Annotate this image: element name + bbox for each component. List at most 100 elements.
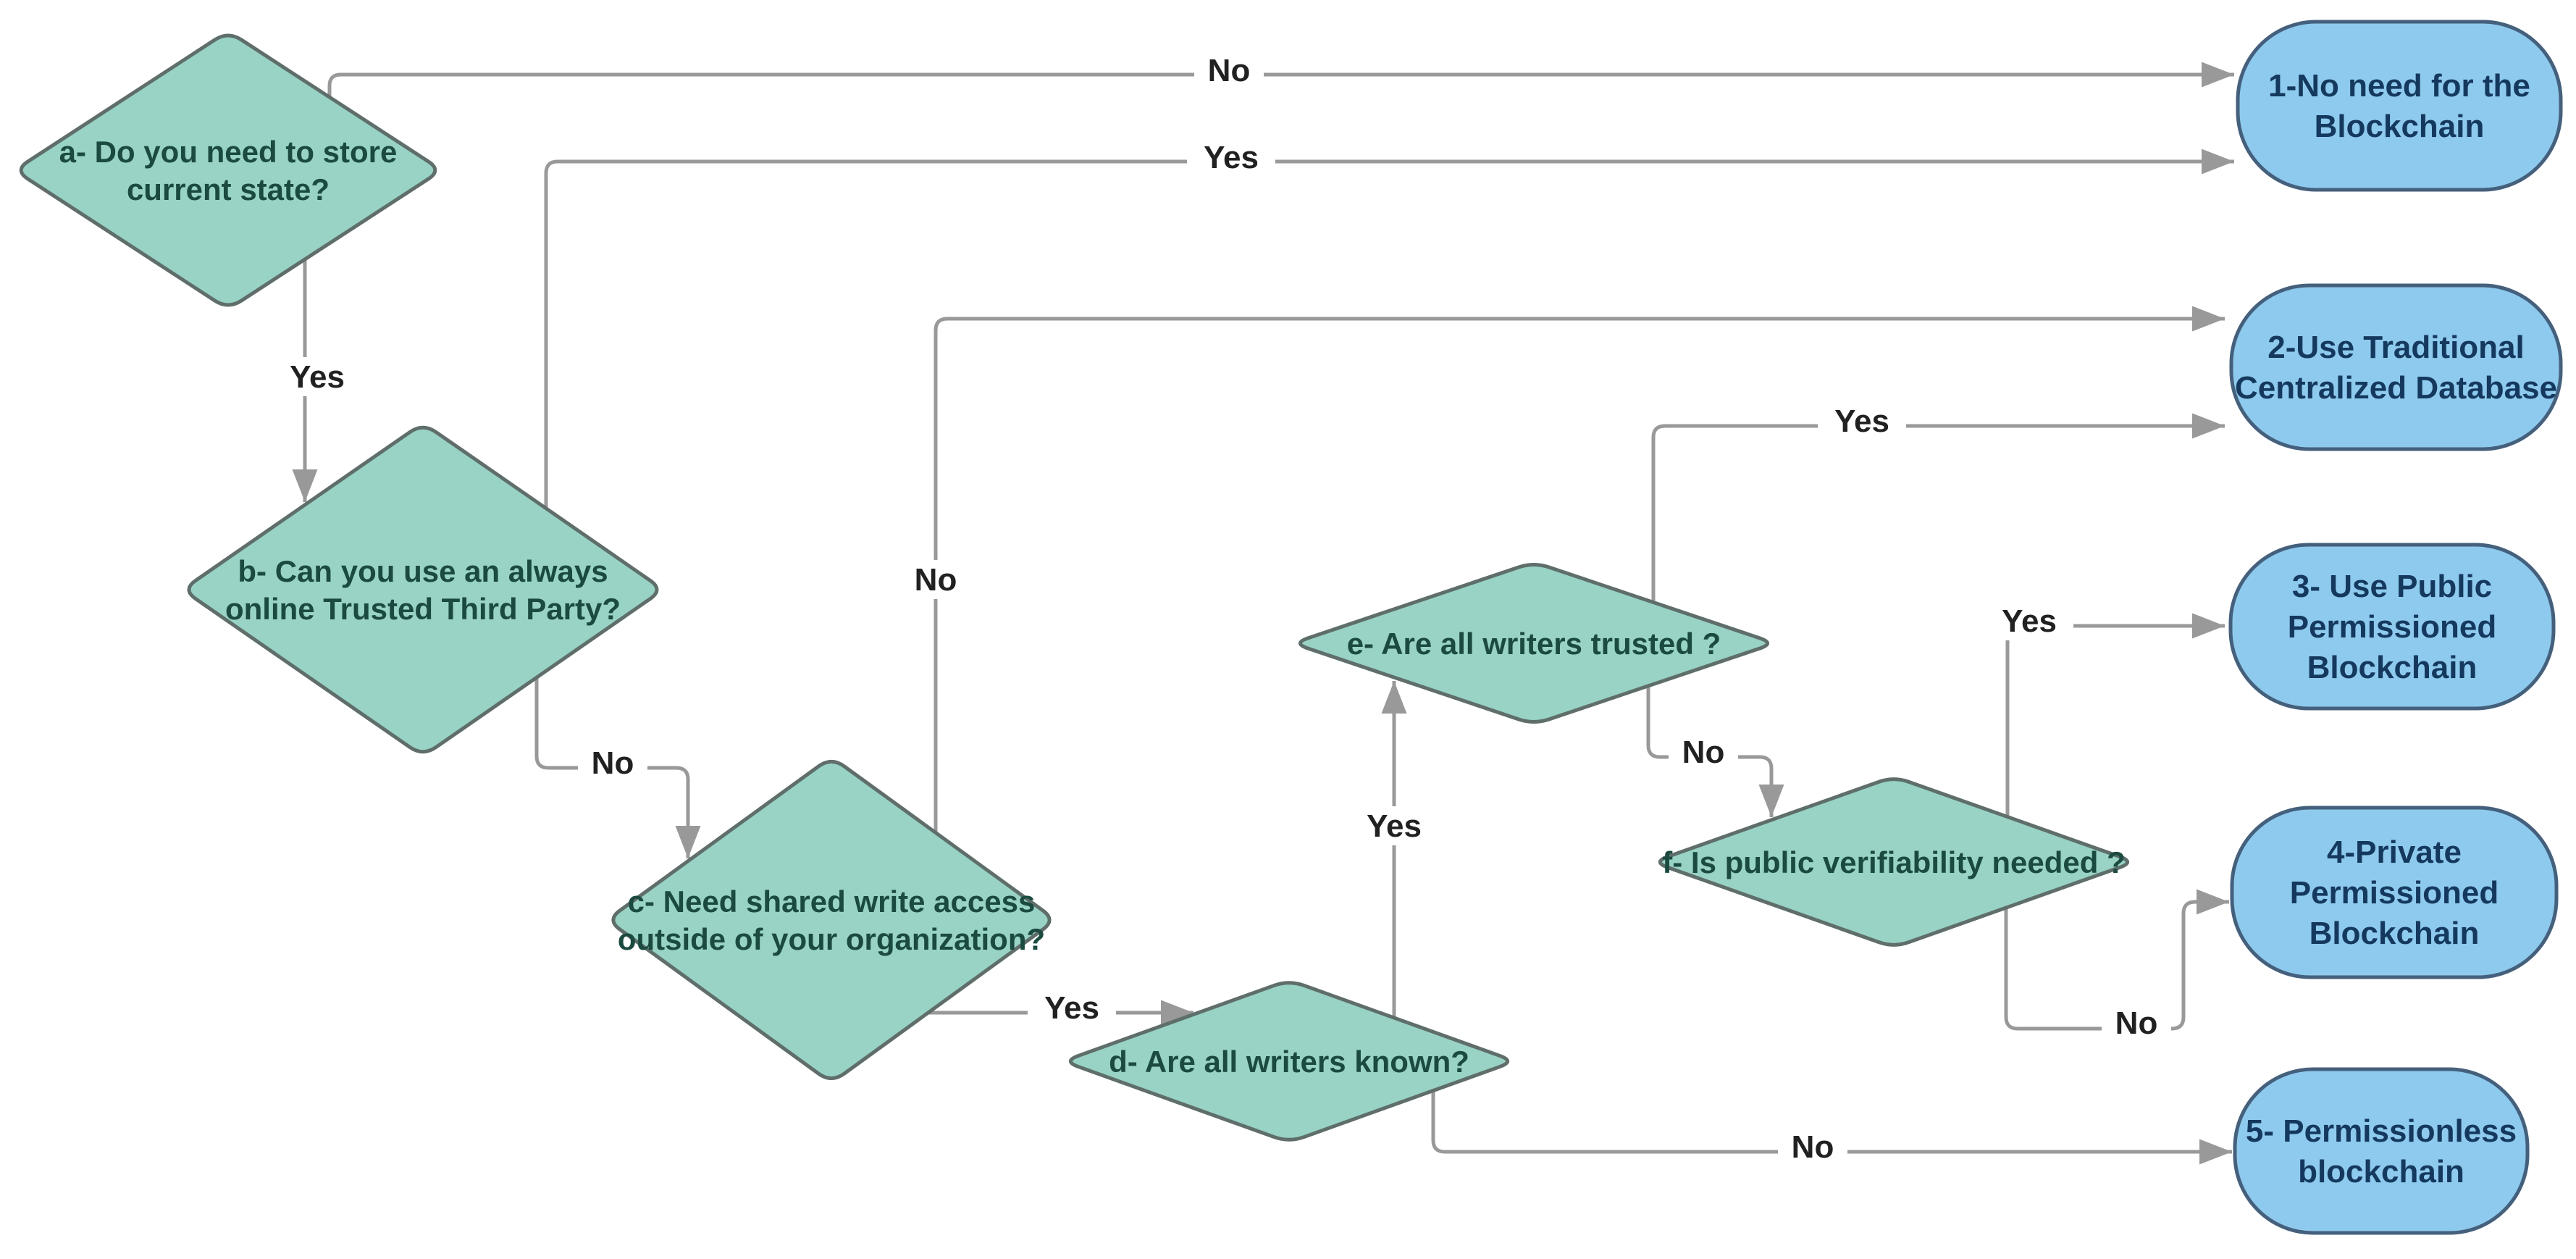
diamond-shape-b (187, 425, 659, 754)
diamond-shape-e (1298, 563, 1770, 724)
edge-line-a-no (327, 62, 2234, 97)
edge-label-a-no: No (1194, 51, 1264, 90)
edge-label-a-yes: Yes (273, 357, 361, 396)
result-node-n5: 5- Permissionless blockchain (2233, 1067, 2530, 1235)
node-label-line: Blockchain (2309, 916, 2480, 951)
edge-label-text: No (1682, 735, 1725, 770)
edge-label-d-no: No (1778, 1127, 1847, 1166)
diamond-shape-c (611, 759, 1052, 1081)
decision-node-d: d- Are all writers known? (1068, 981, 1510, 1142)
stadium-shape-n2 (2229, 283, 2563, 451)
node-label-line: blockchain (2298, 1154, 2464, 1189)
edge-label-bg (2102, 1003, 2171, 1042)
edge-e-yes (1651, 413, 2225, 602)
node-label-line: c- Need shared write access (628, 884, 1036, 919)
edge-label-bg (1985, 601, 2073, 640)
edge-label-b-yes: Yes (1187, 138, 1275, 177)
edge-label-text: No (915, 562, 957, 598)
edge-a-no (327, 62, 2234, 97)
node-label-f: f- Is public verifiability needed ? (1662, 845, 2125, 879)
node-label-line: Blockchain (2307, 650, 2478, 685)
edge-label-b-no: No (578, 743, 647, 782)
edge-label-text: No (1792, 1129, 1834, 1165)
node-label-line: 1-No need for the (2268, 68, 2530, 104)
edge-label-text: Yes (1044, 990, 1099, 1026)
edge-label-bg (901, 560, 970, 599)
edge-line-c-no (934, 306, 2225, 833)
edge-label-c-no: No (901, 560, 970, 599)
decision-node-f: f- Is public verifiability needed ? (1658, 777, 2130, 947)
edge-b-yes (544, 149, 2234, 509)
decision-node-e: e- Are all writers trusted ? (1298, 563, 1770, 724)
edge-line-e-yes (1651, 413, 2225, 602)
edge-label-bg (273, 357, 361, 396)
node-label-d: d- Are all writers known? (1109, 1045, 1469, 1079)
edge-label-text: No (592, 745, 634, 781)
node-label-line: d- Are all writers known? (1109, 1045, 1469, 1079)
node-label-line: outside of your organization? (618, 922, 1045, 956)
edge-line-f-no (2004, 889, 2229, 1031)
stadium-shape-n5 (2233, 1067, 2530, 1235)
edge-label-text: Yes (1204, 140, 1259, 175)
edge-label-text: Yes (1367, 808, 1422, 844)
edge-label-c-yes: Yes (1028, 988, 1116, 1027)
stadium-shape-n3 (2228, 543, 2556, 711)
edge-f-yes (2005, 613, 2225, 817)
node-label-line: Centralized Database (2235, 370, 2557, 406)
edge-label-f-no: No (2102, 1003, 2171, 1042)
diamond-shape-a (19, 33, 437, 307)
edge-label-f-yes: Yes (1985, 601, 2073, 640)
edge-label-text: Yes (1834, 403, 1889, 439)
edge-label-bg (1818, 401, 1906, 440)
edge-d-no (1431, 1091, 2232, 1165)
edge-c-no (934, 306, 2225, 833)
node-label-line: Blockchain (2315, 109, 2485, 144)
node-label-line: online Trusted Third Party? (225, 592, 621, 626)
edge-label-bg (1778, 1127, 1847, 1166)
edge-label-bg (1187, 138, 1275, 177)
node-label-line: 5- Permissionless (2246, 1113, 2517, 1149)
diamond-shape-d (1068, 981, 1510, 1142)
edge-f-no (2004, 889, 2229, 1031)
node-label-e: e- Are all writers trusted ? (1347, 627, 1721, 661)
node-label-line: Permissioned (2288, 609, 2497, 645)
edge-label-bg (1669, 732, 1738, 771)
edge-label-bg (578, 743, 647, 782)
node-label-line: f- Is public verifiability needed ? (1662, 845, 2125, 879)
edge-label-text: No (2115, 1005, 2158, 1041)
edge-label-text: Yes (290, 359, 345, 395)
node-label-line: Permissioned (2290, 875, 2499, 911)
stadium-shape-n1 (2236, 20, 2563, 192)
edge-label-e-no: No (1669, 732, 1738, 771)
edge-line-b-yes (544, 149, 2234, 509)
node-label-n5: 5- Permissionless blockchain (2246, 1113, 2517, 1189)
edge-line-f-yes (2005, 613, 2225, 817)
stadium-shape-n4 (2230, 806, 2559, 979)
edge-label-e-yes: Yes (1818, 401, 1906, 440)
node-label-line: a- Do you need to store (59, 135, 398, 169)
node-label-line: e- Are all writers trusted ? (1347, 627, 1721, 661)
edge-label-text: No (1208, 53, 1251, 88)
node-label-line: 2-Use Traditional (2267, 330, 2525, 365)
node-label-line: current state? (127, 172, 330, 206)
edge-label-bg (1028, 988, 1116, 1027)
edge-label-bg (1194, 51, 1264, 90)
node-label-line: 3- Use Public (2292, 569, 2492, 604)
edge-label-bg (1350, 806, 1438, 845)
